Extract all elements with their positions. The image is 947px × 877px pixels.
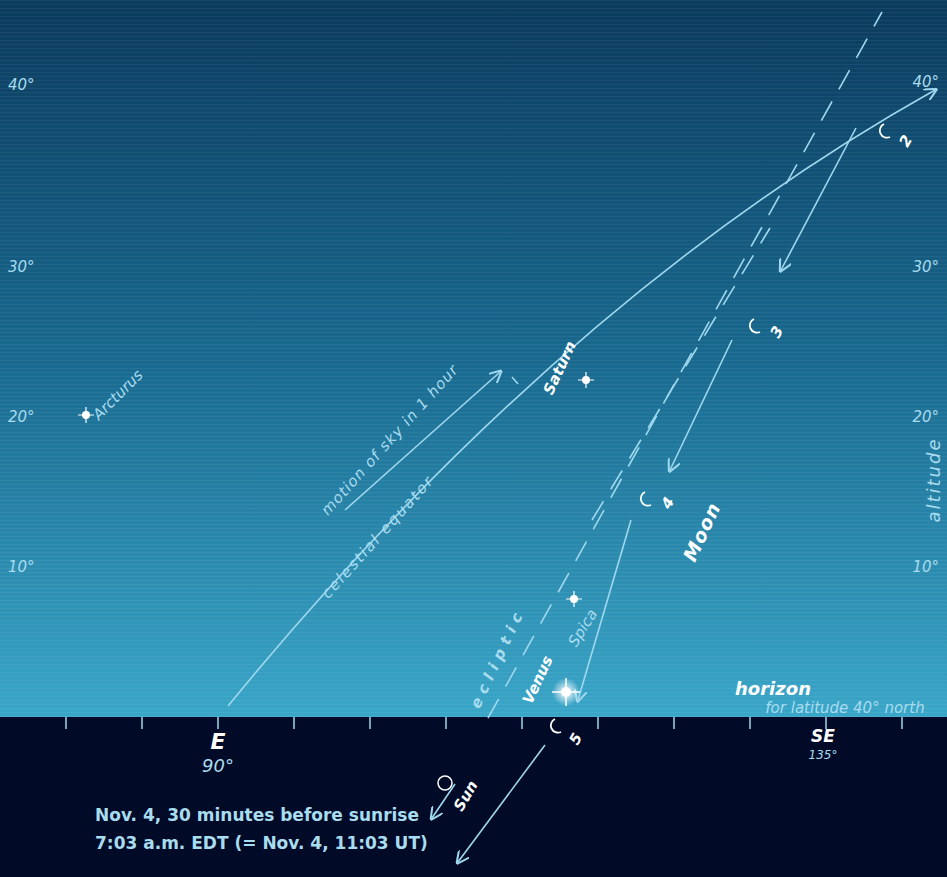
- moon-path-arrow: [670, 340, 732, 470]
- horizon-label: horizon: [735, 679, 811, 699]
- altitude-value: 20°: [912, 409, 939, 426]
- moon-crescent: [641, 492, 651, 506]
- azimuth-tick: [749, 717, 751, 729]
- venus-glow: [552, 678, 580, 706]
- altitude-value: 30°: [8, 259, 35, 276]
- sky: [0, 0, 947, 717]
- altitude-value: 40°: [8, 77, 35, 94]
- azimuth-tick: [521, 717, 523, 729]
- azimuth-tick: [901, 717, 903, 729]
- azimuth-value: 135°: [809, 749, 838, 762]
- altitude-value: 30°: [912, 259, 939, 276]
- azimuth-tick: [597, 717, 599, 729]
- azimuth-tick: [217, 717, 219, 729]
- moon-crescent: [551, 719, 561, 733]
- azimuth-tick: [293, 717, 295, 729]
- date-note: Nov. 4, 30 minutes before sunrise: [95, 806, 419, 825]
- ecliptic-line-2: [592, 228, 770, 520]
- sun-symbol: [438, 776, 452, 790]
- azimuth-value: 90°: [202, 756, 234, 776]
- azimuth-tick: [141, 717, 143, 729]
- direction-label: SE: [811, 727, 835, 746]
- moon-crescent: [750, 319, 760, 333]
- moon-crescents: [551, 124, 890, 733]
- stars: [78, 372, 594, 706]
- azimuth-ticks: [66, 717, 902, 729]
- moon-path-arrow: [781, 128, 856, 270]
- equator-tick: [512, 377, 518, 384]
- altitude-value: 10°: [912, 559, 939, 576]
- celestial-equator-line: [228, 90, 935, 706]
- ground: [0, 717, 947, 877]
- azimuth-tick: [65, 717, 67, 729]
- moon-crescent: [880, 124, 890, 138]
- horizon-note: for latitude 40° north: [765, 700, 924, 717]
- altitude-value: 40°: [912, 74, 939, 91]
- ecliptic-line: [488, 12, 882, 718]
- sky-texture: [0, 0, 947, 717]
- direction-label: E: [210, 730, 225, 754]
- altitude-value: 10°: [8, 559, 35, 576]
- altitude-value: 20°: [8, 409, 35, 426]
- azimuth-tick: [445, 717, 447, 729]
- time-note: 7:03 a.m. EDT (= Nov. 4, 11:03 UT): [95, 834, 428, 853]
- azimuth-tick: [673, 717, 675, 729]
- azimuth-tick: [369, 717, 371, 729]
- axis-title: altitude: [924, 437, 944, 522]
